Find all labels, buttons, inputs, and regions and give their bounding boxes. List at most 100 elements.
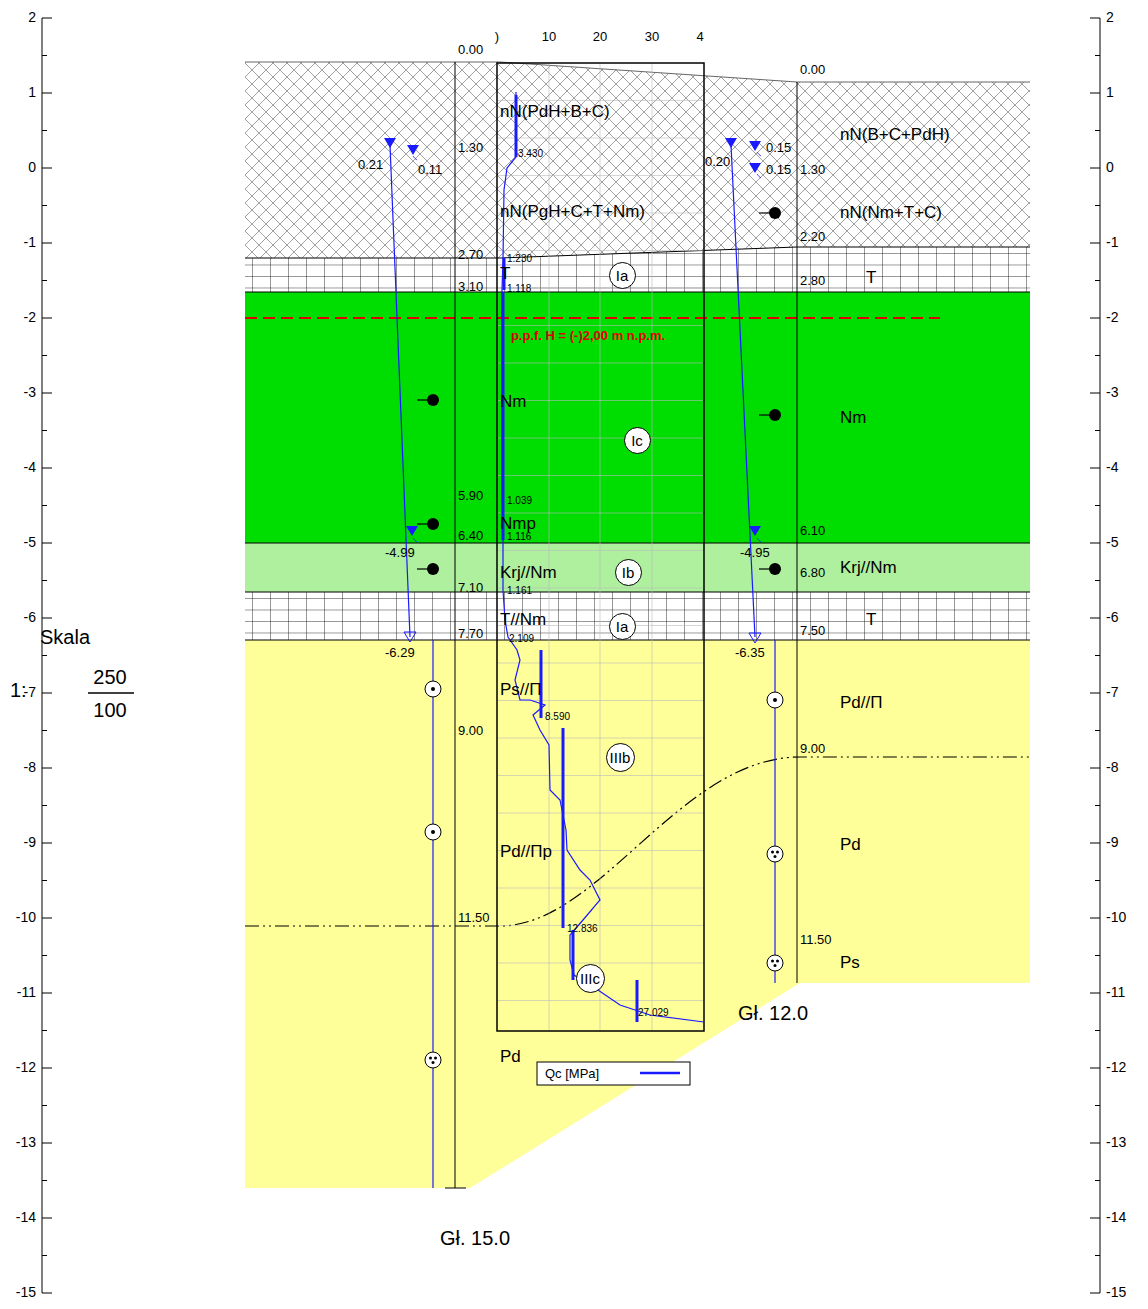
section-label: 1.161 xyxy=(507,585,532,596)
section-label: 12.836 xyxy=(567,923,598,934)
axis-label: -13 xyxy=(16,1135,36,1150)
section-label: 0.11 xyxy=(418,163,442,177)
section-label: 3.10 xyxy=(458,280,483,294)
axis-label: -9 xyxy=(1106,835,1118,850)
axis-label: -10 xyxy=(16,910,36,925)
axis-label: -8 xyxy=(24,760,36,775)
section-label: p.p.f. H = (-)2,00 m n.p.m. xyxy=(511,329,665,343)
section-label: 0.21 xyxy=(358,158,383,172)
group-code: Ic xyxy=(631,433,643,448)
section-label: 100 xyxy=(93,699,126,721)
section-label: nN(B+C+PdH) xyxy=(840,126,950,145)
soil-group-circle: IIIb xyxy=(606,743,635,772)
section-label: nN(Nm+T+C) xyxy=(840,204,942,223)
axis-label: -3 xyxy=(1106,385,1118,400)
axis-label: -4 xyxy=(24,460,36,475)
section-label: Nm xyxy=(500,393,526,412)
axis-label: -5 xyxy=(1106,535,1118,550)
axis-label: -5 xyxy=(24,535,36,550)
section-label: 1.30 xyxy=(800,163,825,177)
section-label: Ps xyxy=(840,954,860,973)
axis-label: 1 xyxy=(28,85,36,100)
axis-label: -9 xyxy=(24,835,36,850)
section-label: 250 xyxy=(93,666,126,688)
section-label: Pd xyxy=(500,1048,521,1067)
group-code: Ia xyxy=(616,268,629,283)
section-label: 11.50 xyxy=(800,933,832,947)
section-label: 20 xyxy=(593,30,607,44)
section-label: 11.50 xyxy=(458,911,490,925)
section-label: 4 xyxy=(696,30,703,44)
axis-label: 2 xyxy=(1106,10,1114,25)
section-label: 7.10 xyxy=(458,581,483,595)
axis-label: -15 xyxy=(16,1285,36,1300)
section-label: 7.70 xyxy=(458,627,483,641)
section-label: 1.118 xyxy=(507,283,531,294)
section-label: Skala xyxy=(40,626,90,648)
group-code: IIIb xyxy=(610,750,631,765)
section-label: ) xyxy=(495,30,499,44)
section-label: 27.029 xyxy=(638,1007,669,1018)
section-label: -6.29 xyxy=(385,646,415,660)
soil-group-circle: Ia xyxy=(609,613,636,640)
axis-label: -1 xyxy=(24,235,36,250)
soil-group-circle: Ic xyxy=(624,427,651,454)
axis-label: 0 xyxy=(1106,160,1114,175)
section-label: T//Nm xyxy=(500,611,546,630)
section-label: Ps//Π xyxy=(500,681,542,700)
axis-label: -11 xyxy=(1106,985,1125,1000)
axis-label: -7 xyxy=(1106,685,1118,700)
section-label: 1.30 xyxy=(458,141,483,155)
soil-group-circle: Ia xyxy=(609,262,636,289)
section-label: 8.590 xyxy=(545,711,570,722)
group-code: IIIc xyxy=(580,971,600,986)
section-label: nN(PgH+C+T+Nm) xyxy=(500,203,645,222)
axis-label: -4 xyxy=(1106,460,1118,475)
axis-label: -3 xyxy=(24,385,36,400)
axis-label: -14 xyxy=(16,1210,36,1225)
section-label: 1.230 xyxy=(507,253,532,264)
section-label: 0.20 xyxy=(705,155,730,169)
axis-label: 2 xyxy=(28,10,36,25)
section-label: 0.15 xyxy=(766,141,791,155)
section-label: T xyxy=(866,269,876,288)
axis-label: -12 xyxy=(1106,1060,1126,1075)
section-label: 6.80 xyxy=(800,566,825,580)
legend-text: Qc [MPa] xyxy=(545,1066,599,1081)
section-label: 1: xyxy=(10,679,27,701)
axis-label: -15 xyxy=(1106,1285,1126,1300)
axis-label: -6 xyxy=(24,610,36,625)
section-label: Pd//Π xyxy=(840,694,883,713)
axis-label: -14 xyxy=(1106,1210,1126,1225)
section-label: Krj//Nm xyxy=(500,564,557,583)
section-label: 30 xyxy=(645,30,659,44)
section-label: 0.00 xyxy=(458,43,483,57)
axis-label: -1 xyxy=(1106,235,1118,250)
section-label: Nm xyxy=(840,409,866,428)
axis-label: -8 xyxy=(1106,760,1118,775)
axis-label: -11 xyxy=(17,985,36,1000)
section-label: T xyxy=(866,611,876,630)
section-label: 2.70 xyxy=(458,248,483,262)
group-code: Ia xyxy=(616,619,629,634)
section-label: 7.50 xyxy=(800,624,825,638)
section-label: 10 xyxy=(542,30,556,44)
section-label: Krj//Nm xyxy=(840,559,897,578)
section-label: Gł. 15.0 xyxy=(440,1227,510,1249)
section-label: T xyxy=(500,265,510,284)
section-label: 2.80 xyxy=(800,274,825,288)
soil-group-circle: IIIc xyxy=(576,964,605,993)
section-label: 9.00 xyxy=(458,724,483,738)
section-label: 3.430 xyxy=(518,148,543,159)
section-label: 9.00 xyxy=(800,742,825,756)
axis-label: -2 xyxy=(1106,310,1118,325)
group-code: Ib xyxy=(622,565,635,580)
soil-group-circle: Ib xyxy=(615,559,642,586)
section-label: 2.109 xyxy=(509,633,534,644)
section-label: 1.039 xyxy=(507,495,532,506)
section-label: 0.00 xyxy=(800,63,825,77)
axis-label: 1 xyxy=(1106,85,1114,100)
section-label: 2.20 xyxy=(800,230,825,244)
axis-label: -13 xyxy=(1106,1135,1126,1150)
